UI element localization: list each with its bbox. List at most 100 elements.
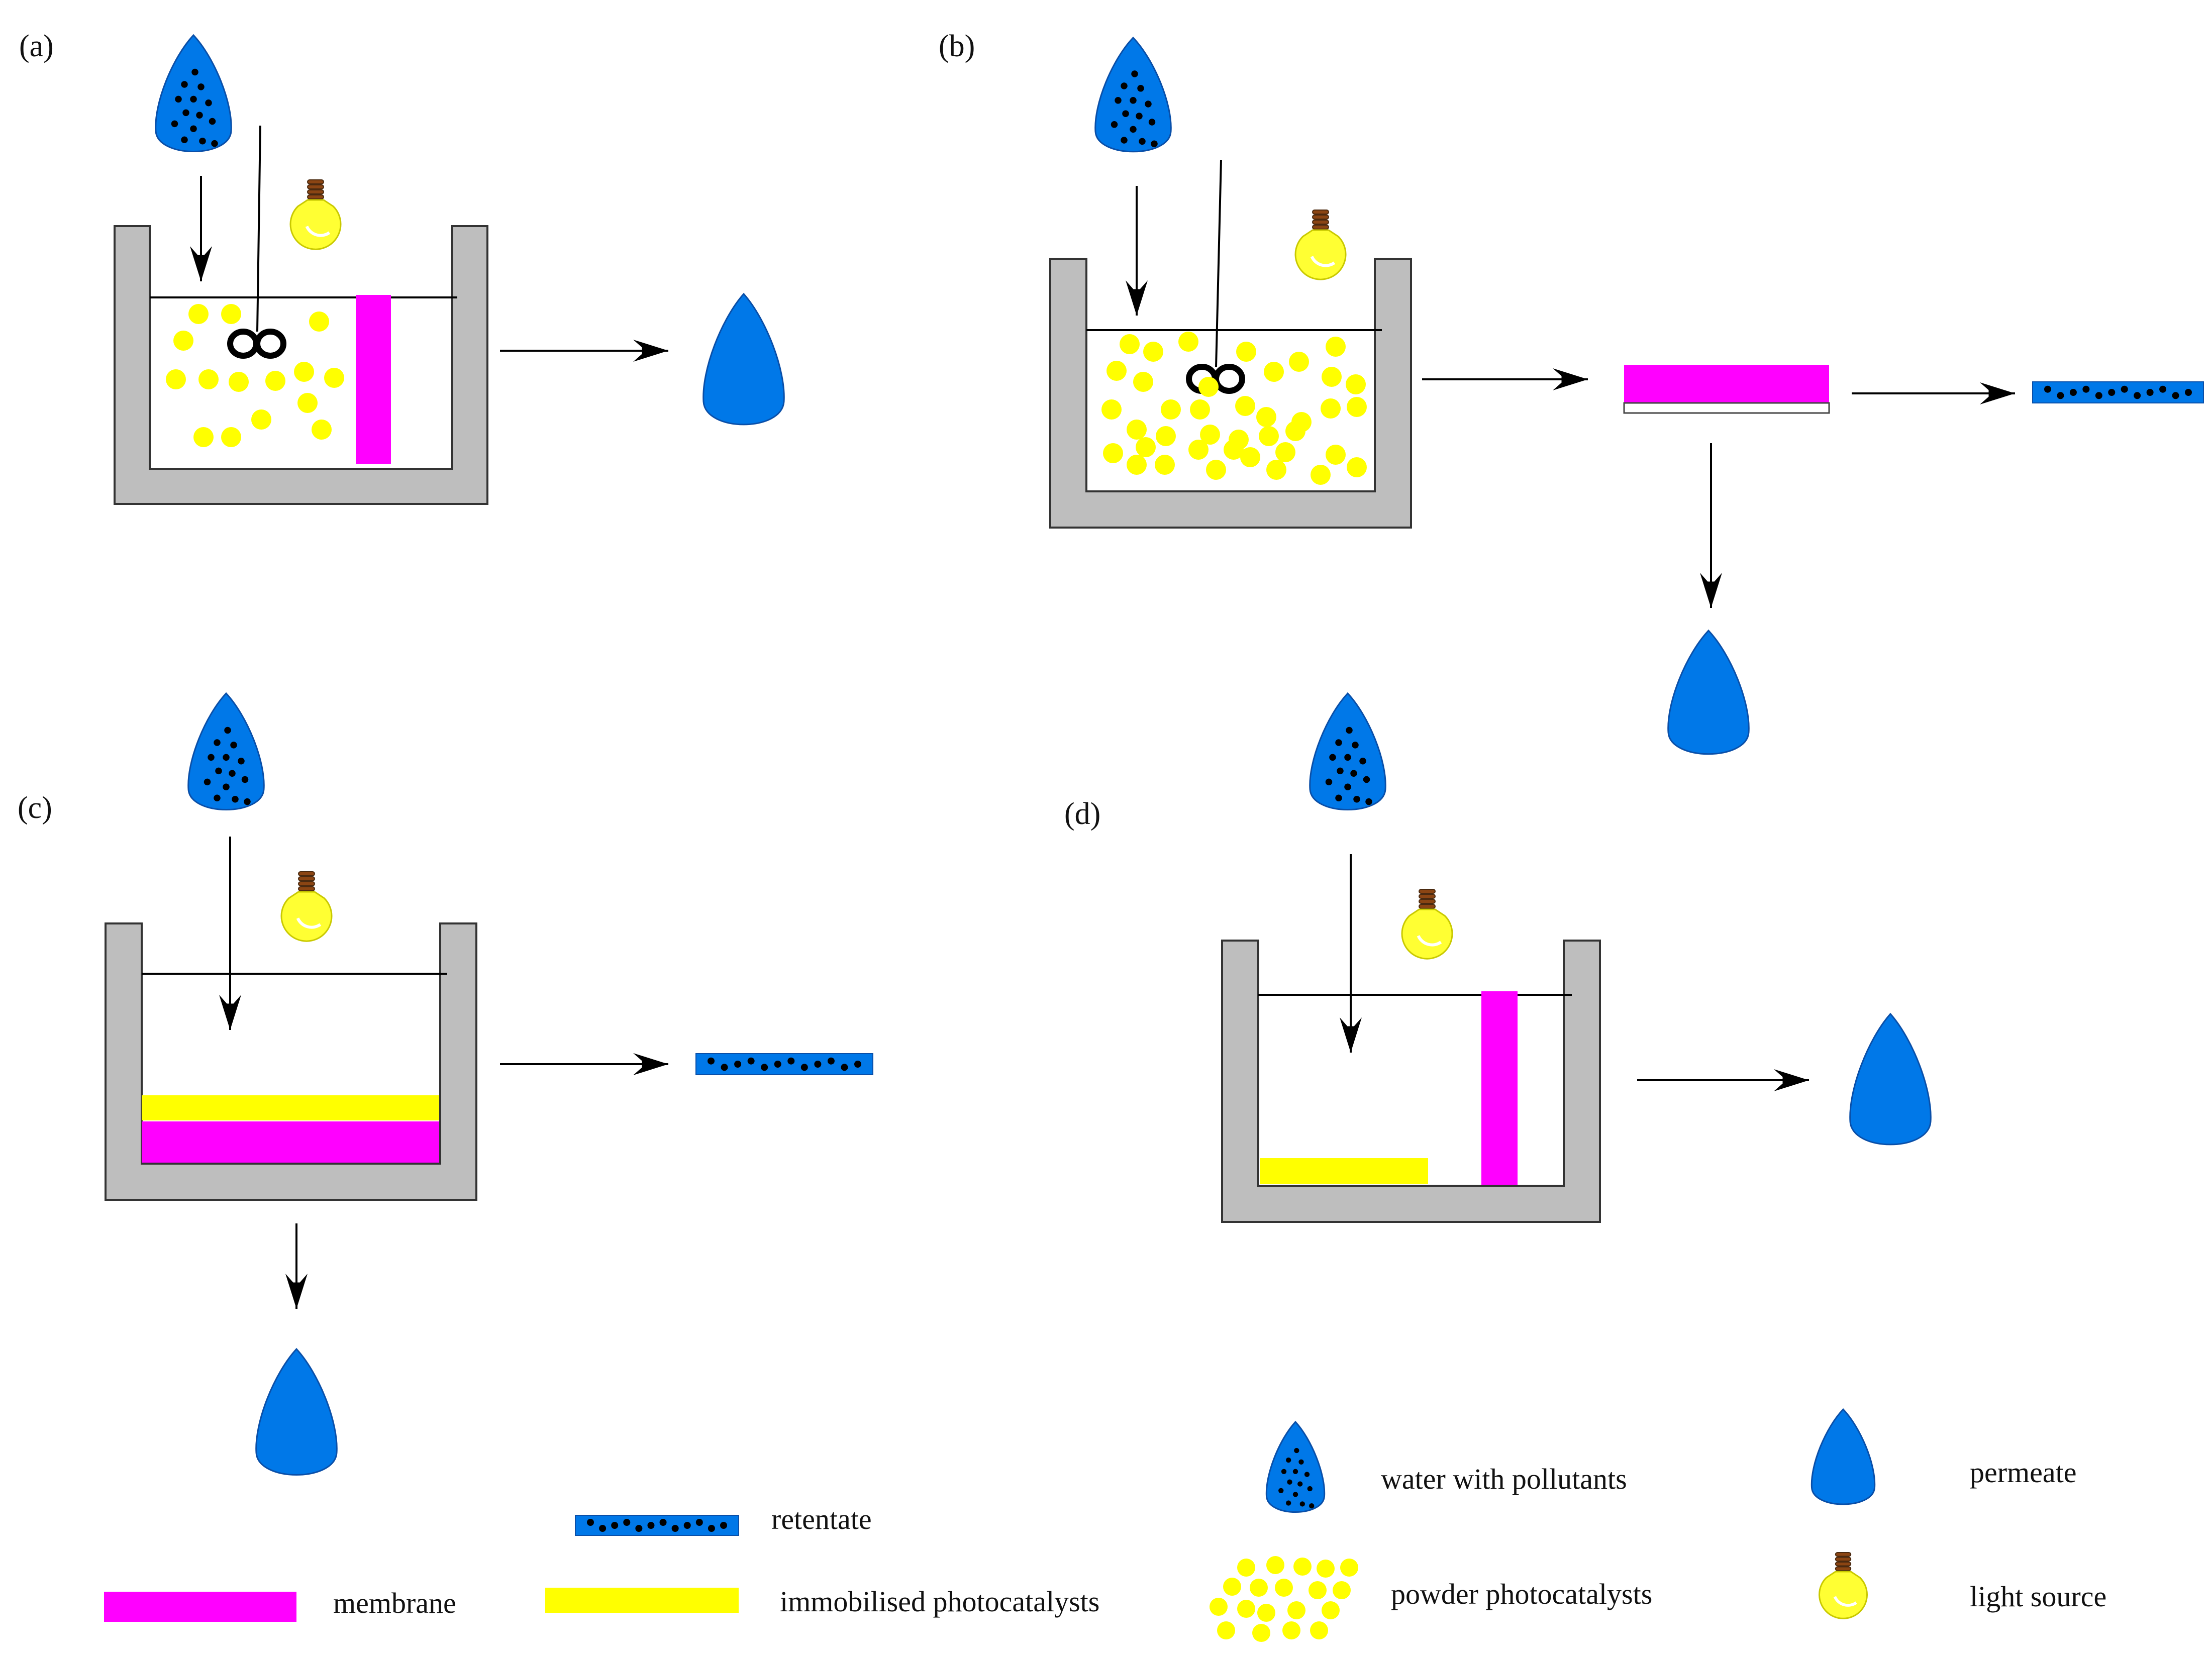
feed-drop-b-pollutant-5 [1145, 100, 1152, 108]
panel-label-a: (a) [19, 29, 54, 63]
legend-powder-dots-dot-14 [1322, 1601, 1340, 1619]
retentate-bar-b-pollutant-6 [2121, 385, 2128, 393]
feed-drop-c-pollutant-13 [244, 798, 251, 805]
powder-catalysts-b-dot-13 [1161, 399, 1181, 420]
feed-drop-c-pollutant-11 [214, 794, 221, 801]
powder-catalysts-b-dot-5 [1326, 337, 1346, 357]
permeate-drop-a-body [702, 292, 785, 426]
retentate-bar-c-pollutant-4 [761, 1064, 768, 1071]
legend-powder-dots-dot-3 [1317, 1560, 1335, 1578]
retentate-bar-b-pollutant-10 [2172, 392, 2179, 399]
legend-powder-dots-dot-9 [1333, 1581, 1351, 1599]
tank-d [1221, 940, 1601, 1223]
powder-catalysts-b-dot-3 [1236, 342, 1256, 362]
feed-drop-d-pollutant-12 [1353, 795, 1360, 803]
legend-retentate-swatch-pollutant-8 [683, 1522, 691, 1529]
powder-catalysts-a-dot-13 [221, 427, 241, 447]
feed-drop-d-pollutant-11 [1335, 794, 1342, 801]
light-bulb-b-base-ring-3 [1312, 225, 1329, 230]
light-bulb-c [280, 871, 333, 942]
feed-drop-a-pollutant-7 [196, 112, 203, 119]
light-bulb-d-highlight [1417, 935, 1442, 947]
powder-catalysts-a-dot-3 [309, 312, 329, 332]
permeate-drop-b [1667, 629, 1750, 755]
retentate-bar-c-pollutant-2 [734, 1061, 742, 1068]
legend-retentate-swatch-pollutant-6 [659, 1519, 667, 1526]
feed-arrow-a-head [190, 246, 212, 281]
stirrer-b-blade-right [1213, 364, 1245, 394]
retentate-bar-b-pollutant-1 [2057, 392, 2064, 399]
feed-arrow-d [1340, 854, 1362, 1053]
legend-membrane-swatch [104, 1592, 296, 1622]
legend-water-drop-pollutant-3 [1281, 1469, 1287, 1474]
legend-retentate-swatch-pollutant-3 [623, 1519, 631, 1526]
permeate-arrow-b-head [1700, 573, 1722, 608]
feed-drop-a-pollutant-9 [209, 118, 216, 125]
retentate-arrow-c [500, 1053, 668, 1075]
feed-drop-c-pollutant-8 [204, 778, 211, 786]
retentate-bar-c [695, 1053, 873, 1075]
light-bulb-c-base-ring-0 [298, 871, 315, 876]
legend-label-retentate: retentate [771, 1503, 872, 1535]
legend-powder-dots-dot-11 [1237, 1600, 1255, 1618]
legend-light-bulb [1819, 1552, 1868, 1619]
legend-label-powder: powder photocatalysts [1391, 1578, 1652, 1610]
legend-retentate-swatch-pollutant-11 [720, 1522, 727, 1529]
retentate-bar-b-pollutant-2 [2069, 389, 2077, 396]
feed-drop-c-pollutant-6 [215, 767, 222, 775]
legend-water-drop-pollutant-4 [1292, 1469, 1298, 1474]
panel-label-c: (c) [18, 791, 52, 825]
legend-retentate-swatch-pollutant-10 [708, 1525, 715, 1532]
feed-drop-c-body [187, 692, 265, 811]
powder-catalysts-a-dot-5 [198, 369, 219, 389]
light-bulb-b-base-ring-0 [1312, 210, 1329, 215]
feed-drop-a-pollutant-8 [171, 120, 178, 128]
powder-catalysts-a [166, 304, 344, 447]
light-bulb-c-base-ring-3 [298, 886, 315, 891]
feed-drop-c-pollutant-12 [232, 795, 239, 803]
powder-catalysts-a-dot-12 [193, 427, 214, 447]
powder-catalysts-b-dot-8 [1198, 377, 1219, 397]
retentate-arrow-b1 [1422, 368, 1588, 390]
light-bulb-b-base-ring-1 [1312, 215, 1329, 220]
feed-drop-b-pollutant-3 [1115, 97, 1122, 104]
membrane-a [356, 295, 391, 464]
feed-drop-b [1094, 36, 1172, 153]
feed-drop-b-body [1094, 36, 1172, 153]
stirrer-a-blade-right [254, 329, 286, 359]
feed-drop-b-pollutant-0 [1131, 70, 1138, 77]
permeate-arrow-a-head [633, 340, 668, 362]
legend-retentate-swatch-pollutant-7 [671, 1525, 679, 1532]
feed-arrow-d-head [1340, 1017, 1362, 1053]
legend-water-drop-pollutant-1 [1286, 1457, 1291, 1463]
light-bulb-a-base-ring-2 [307, 189, 324, 194]
feed-drop-c [187, 692, 265, 811]
legend-retentate-swatch [575, 1515, 739, 1536]
retentate-bar-c-pollutant-9 [827, 1057, 835, 1065]
powder-catalysts-b-dot-33 [1155, 455, 1175, 475]
feed-drop-d-pollutant-5 [1359, 758, 1366, 765]
legend-water-drop [1265, 1420, 1326, 1513]
powder-catalysts-b-dot-11 [1346, 374, 1366, 394]
legend-label-water: water with pollutants [1381, 1463, 1627, 1495]
powder-catalysts-b-dot-29 [1224, 440, 1244, 460]
permeate-arrow-d [1637, 1069, 1809, 1091]
feed-drop-b-pollutant-11 [1121, 137, 1128, 144]
legend-powder-dots-dot-10 [1210, 1598, 1228, 1616]
feed-drop-c-pollutant-5 [238, 758, 245, 765]
legend-powder-dots-dot-18 [1310, 1621, 1328, 1639]
feed-drop-b-pollutant-12 [1139, 138, 1146, 145]
legend-light-bulb-base-ring-3 [1835, 1566, 1852, 1571]
legend-retentate-swatch-pollutant-5 [647, 1522, 655, 1529]
powder-catalysts-b-dot-19 [1347, 397, 1367, 417]
feed-drop-a-pollutant-4 [190, 95, 197, 103]
retentate-bar-c-pollutant-8 [814, 1061, 822, 1068]
powder-catalysts-b-dot-0 [1120, 334, 1140, 354]
feed-drop-d [1309, 692, 1386, 811]
feed-drop-b-pollutant-4 [1130, 97, 1137, 104]
membrane-c [142, 1121, 439, 1163]
powder-catalysts-b-dot-4 [1289, 352, 1309, 372]
powder-catalysts-b-dot-21 [1156, 426, 1176, 446]
retentate-bar-b-pollutant-5 [2108, 389, 2116, 396]
powder-catalysts-b [1101, 332, 1367, 485]
